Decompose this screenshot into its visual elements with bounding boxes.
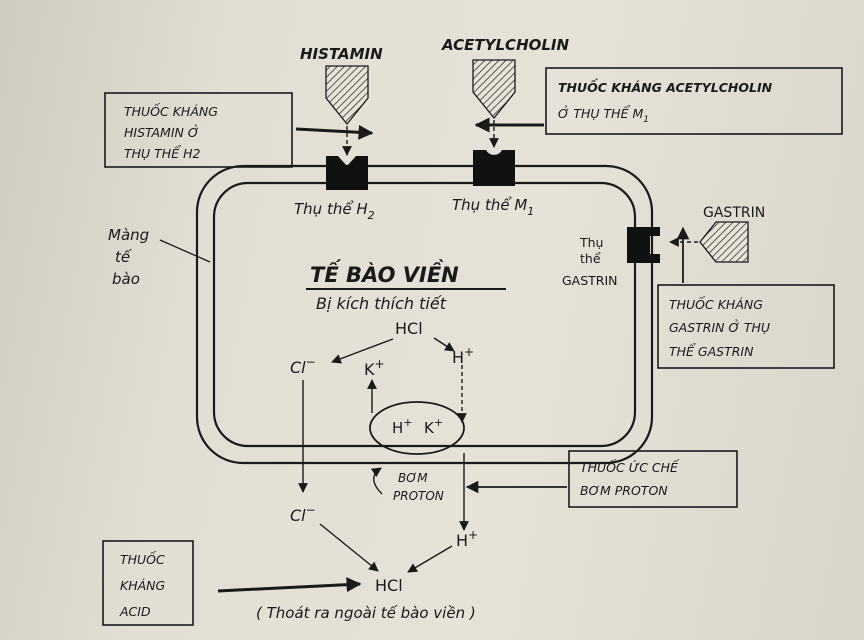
anticholinergic-line-1: THUỐC KHÁNG ACETYLCHOLIN: [558, 78, 773, 95]
h2-receptor-shape: [326, 156, 368, 190]
antihistamine-line-1: THUỐC KHÁNG: [124, 103, 218, 119]
pump-k: K+: [424, 416, 443, 437]
cl-to-hcl-arrow: [319, 523, 379, 572]
acetylcholine-ligand-shape: [472, 59, 516, 120]
cl-bottom: Cl−: [290, 503, 316, 525]
cell-membrane-inner: [212, 181, 637, 448]
antihistamine-block-arrow: [295, 124, 374, 140]
h-bottom: H+: [456, 528, 478, 550]
membrane-label-2: tế: [115, 248, 133, 266]
antacid-line-2: KHÁNG: [120, 578, 165, 593]
histamine-label: HISTAMIN: [300, 45, 383, 63]
antigastrin-line-3: THỂ GASTRIN: [669, 343, 754, 359]
antigastrin-line-1: THUỐC KHÁNG: [669, 296, 763, 312]
histamine-ligand-shape: [325, 65, 369, 126]
gastrin-ligand-shape: [699, 221, 749, 263]
m1-receptor-shape: [473, 150, 515, 186]
antacid-line-1: THUỐC: [120, 551, 165, 567]
anticholinergic-box: [545, 67, 843, 135]
gastrin-receptor-shape: [627, 227, 660, 263]
ppi-line-2: BƠM PROTON: [580, 483, 668, 498]
antihistamine-line-2: HISTAMIN Ở: [124, 124, 199, 140]
pump-label-2: PROTON: [393, 489, 444, 503]
pump-rotation-arrow: [370, 467, 383, 495]
cell-subtitle: Bị kích thích tiết: [316, 294, 447, 313]
gastrin-receptor-label-1: Thụ: [579, 235, 603, 250]
gastrin-receptor-label-3: GASTRIN: [562, 273, 618, 288]
cl-top: Cl−: [290, 355, 316, 377]
antihistamine-box: [104, 92, 293, 168]
anticholinergic-line-2: Ở THỤ THỂ M1: [558, 105, 649, 125]
h-to-hcl-arrow: [407, 545, 453, 573]
proton-pump-ellipse: [369, 401, 465, 455]
gastrin-label: GASTRIN: [703, 205, 765, 221]
ppi-box: [568, 450, 738, 508]
h2-receptor-label: Thụ thể H2: [294, 200, 375, 222]
antigastrin-line-2: GASTRIN Ở THỤ: [669, 319, 770, 335]
cell-membrane-outer: [195, 164, 654, 465]
hcl-bottom: HCl: [375, 576, 403, 595]
m1-receptor-label: Thụ thể M1: [452, 196, 534, 218]
hcl-to-cl-arrow: [331, 338, 394, 364]
gastrin-receptor-label-2: thể: [580, 251, 601, 266]
membrane-label-1: Màng: [108, 226, 149, 244]
antacid-arrow: [217, 577, 362, 593]
antigastrin-box: [657, 284, 835, 369]
ppi-line-1: THUỐC ỨC CHẾ: [580, 459, 680, 475]
h-top: H+: [452, 345, 474, 367]
k-top: K+: [364, 357, 385, 379]
pump-h: H+: [392, 416, 413, 437]
membrane-label-3: bào: [112, 270, 140, 288]
pump-label-1: BƠM: [398, 471, 428, 485]
acetylcholine-label: ACETYLCHOLIN: [441, 36, 570, 54]
hcl-top: HCl: [395, 319, 423, 338]
cell-title: TẾ BÀO VIỀN: [310, 259, 459, 287]
hcl-to-h-arrow: [433, 337, 455, 352]
antacid-box: [102, 540, 194, 626]
antacid-line-3: ACID: [119, 604, 151, 619]
antihistamine-line-3: THỤ THỂ H2: [124, 145, 200, 161]
membrane-pointer-line: [159, 239, 211, 263]
footer-caption: ( Thoát ra ngoài tế bào viền ): [256, 604, 476, 622]
